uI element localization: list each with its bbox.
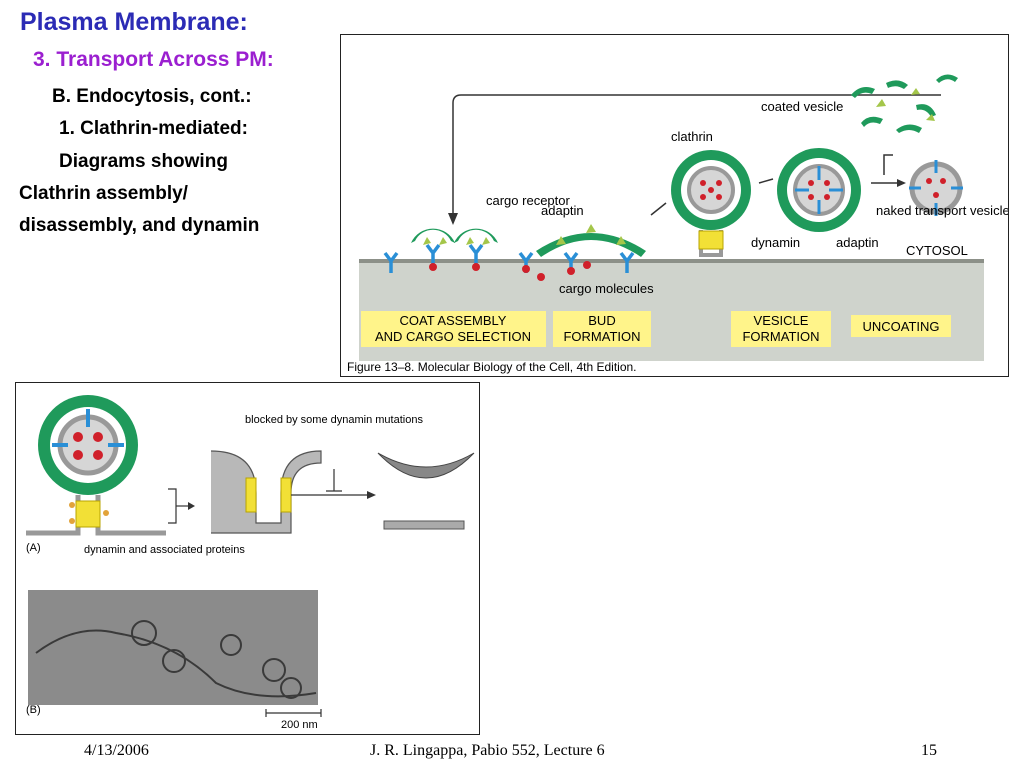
clathrin-label: clathrin: [671, 129, 713, 144]
dynamin-label: dynamin: [751, 235, 800, 250]
stage-coat-assembly-line1: COAT ASSEMBLY: [400, 313, 507, 328]
dynamin-proteins-text: dynamin and associated proteins: [84, 544, 245, 556]
cytosol-label: CYTOSOL: [906, 243, 968, 258]
stage-vesicle-line2: FORMATION: [742, 329, 819, 344]
blocked-text: blocked by some dynamin mutations: [245, 414, 423, 426]
scale-bar-label: 200 nm: [281, 719, 318, 731]
cargo-molecules-label: cargo molecules: [559, 281, 654, 296]
clathrin-endocytosis-diagram: coated vesicle clathrin cargo receptor a…: [347, 74, 1010, 374]
description-line-3: disassembly, and dynamin: [19, 215, 260, 236]
panel-b-label: (B): [26, 704, 41, 716]
cargo-receptor-label: cargo receptor: [486, 193, 570, 208]
subsection-heading: B. Endocytosis, cont.:: [52, 86, 252, 107]
dynamin-diagram: blocked by some dynamin mutations (A) dy…: [26, 395, 475, 731]
dynamin-figure: blocked by some dynamin mutations (A) dy…: [15, 382, 480, 735]
figure-caption: Figure 13–8. Molecular Biology of the Ce…: [347, 360, 637, 374]
stage-coat-assembly-line2: AND CARGO SELECTION: [375, 329, 531, 344]
footer-course: J. R. Lingappa, Pabio 552, Lecture 6: [370, 742, 605, 759]
description-line-2: Clathrin assembly/: [19, 183, 188, 204]
clathrin-endocytosis-figure: coated vesicle clathrin cargo receptor a…: [340, 34, 1010, 377]
footer-page: 15: [921, 742, 937, 759]
panel-a-label: (A): [26, 542, 41, 554]
adaptin-label-bottom: adaptin: [836, 235, 879, 250]
cargo-receptor-text: cargo receptor: [486, 193, 570, 208]
stage-bud-line2: FORMATION: [563, 329, 640, 344]
stage-vesicle-line1: VESICLE: [754, 313, 809, 328]
stage-bud-line1: BUD: [588, 313, 615, 328]
naked-vesicle-label: naked transport vesicle: [876, 203, 1008, 218]
slide-title: Plasma Membrane:: [20, 8, 248, 36]
footer-date: 4/13/2006: [84, 742, 149, 759]
stage-uncoating: UNCOATING: [862, 319, 939, 334]
adaptin-label-top: adaptin: [541, 203, 584, 218]
coated-vesicle-label: coated vesicle: [761, 99, 843, 114]
section-heading: 3. Transport Across PM:: [33, 48, 274, 71]
coated-vesicle-line-1: coated vesicle: [761, 99, 843, 114]
dynamin-proteins-label: dynamin and associated proteins: [84, 544, 245, 556]
description-line-1: Diagrams showing: [59, 151, 228, 172]
blocked-label: blocked by some dynamin mutations: [245, 414, 423, 426]
item-heading: 1. Clathrin-mediated:: [59, 118, 248, 139]
naked-vesicle-text: naked transport vesicle: [876, 203, 1008, 218]
